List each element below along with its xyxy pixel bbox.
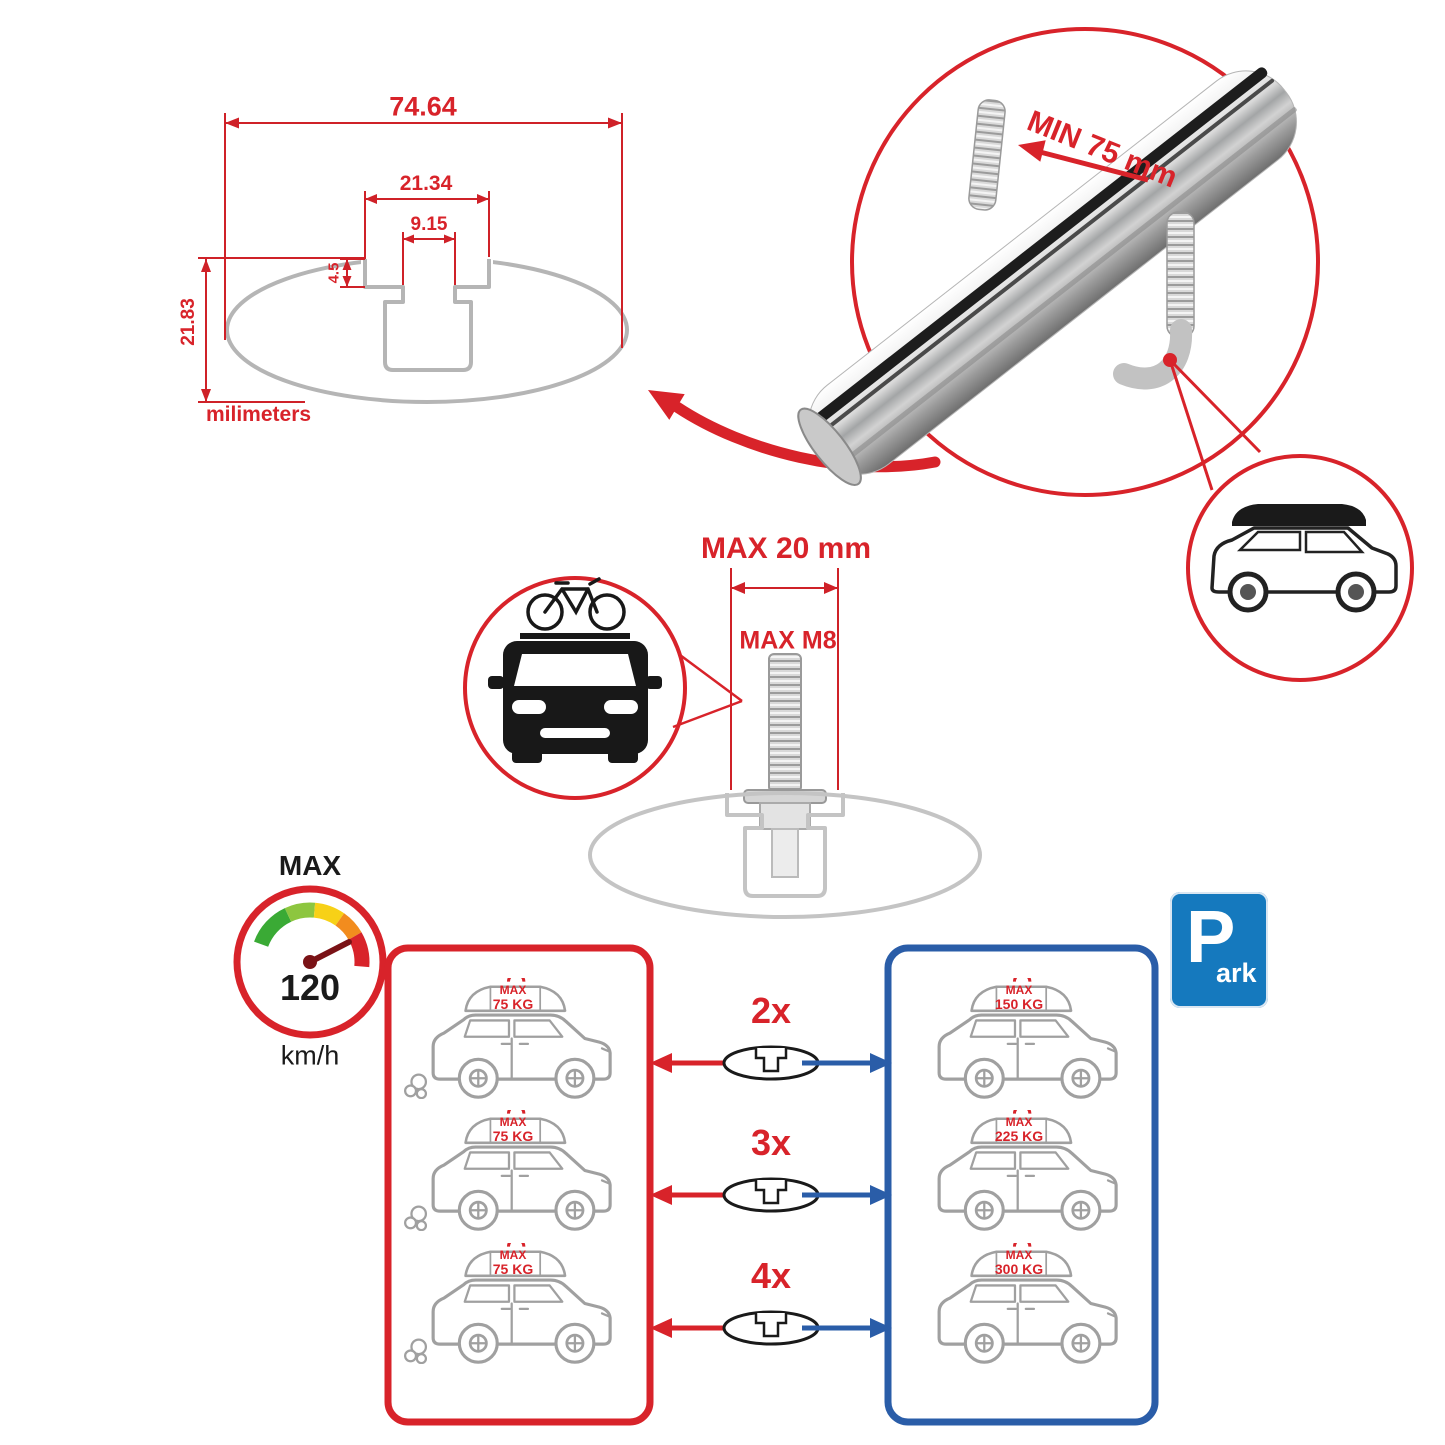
dim-label-slot-opening: 21.34 [399, 172, 453, 195]
ghost-profile-diagram [588, 791, 982, 919]
cargo-tag: MAX 75 KG [493, 1116, 533, 1143]
cargo-tag-weight: 225 KG [994, 1127, 1044, 1144]
arrow-row-2 [650, 1177, 892, 1213]
cargo-tag-weight: 75 KG [492, 1127, 534, 1144]
blue-car-row-3: MAX 300 KG [902, 1243, 1137, 1364]
multiplier-label-2x: 2x [750, 990, 792, 1031]
cargo-tag-max: MAX [1005, 1115, 1033, 1129]
dim-label-total-height: 21.83 [178, 298, 199, 346]
crossbar-detail-circle [797, 27, 1320, 497]
cargo-tag: MAX 150 KG [995, 984, 1043, 1011]
dim-lines-total-height [198, 257, 366, 403]
park-sign-letter: P [1186, 895, 1236, 978]
gauge-needle [307, 939, 352, 965]
cargo-tag-weight: 300 KG [994, 1260, 1044, 1277]
red-car-row-3: MAX 75 KG [396, 1243, 631, 1364]
speed-value: 120 [279, 967, 341, 1008]
bolt-dim-lines [730, 568, 839, 790]
callout-connectors [1168, 358, 1262, 491]
cargo-tag-max: MAX [499, 1115, 527, 1129]
car-front-icon [488, 633, 662, 763]
bolt-max-thread-label: MAX M8 [739, 626, 837, 655]
suv-roofbox-icon [1210, 504, 1398, 613]
arrow-row-1 [650, 1045, 892, 1081]
speed-max-label: MAX [278, 850, 342, 881]
units-label: milimeters [206, 403, 312, 426]
cargo-tag-weight: 150 KG [994, 995, 1044, 1012]
red-car-row-2: MAX 75 KG [396, 1110, 631, 1231]
bolt-max-length-label: MAX 20 mm [700, 532, 872, 565]
park-sign-suffix: ark [1216, 958, 1257, 988]
dim-lines-slot-opening [364, 191, 490, 257]
dim-label-slot-inner: 9.15 [410, 214, 448, 235]
cargo-tag-max: MAX [1005, 1248, 1033, 1262]
dim-label-total-width: 74.64 [389, 91, 457, 122]
mounting-hook-icon [1113, 211, 1195, 390]
cargo-tag: MAX 225 KG [995, 1116, 1043, 1143]
cargo-tag-weight: 75 KG [492, 995, 534, 1012]
cargo-tag-max: MAX [499, 1248, 527, 1262]
mounting-rod-icon [968, 99, 1006, 211]
multiplier-label-4x: 4x [750, 1255, 792, 1296]
speed-unit-label: km/h [280, 1040, 340, 1071]
min-clearance-arrow [1018, 140, 1149, 183]
cargo-tag-max: MAX [499, 983, 527, 997]
multiplier-label-3x: 3x [750, 1122, 792, 1163]
cargo-tag: MAX 75 KG [493, 1249, 533, 1276]
cargo-tag-max: MAX [1005, 983, 1033, 997]
bolt-icon [743, 653, 827, 878]
profile-cross-section-diagram [198, 113, 629, 404]
blue-car-row-1: MAX 150 KG [902, 978, 1137, 1099]
speed-gauge [233, 885, 387, 1039]
red-car-row-1: MAX 75 KG [396, 978, 631, 1099]
bicycle-icon [526, 577, 626, 631]
dim-lines-total-width [224, 113, 623, 348]
suv-roofbox-circle [1186, 454, 1414, 682]
cargo-tag: MAX 75 KG [493, 984, 533, 1011]
crossbar-photo [797, 67, 1297, 486]
pointer-arrow-bar-to-drawing [648, 390, 941, 473]
park-sign: P ark [1170, 892, 1268, 1008]
arrow-row-3 [650, 1310, 892, 1346]
cargo-tag: MAX 300 KG [995, 1249, 1043, 1276]
leader-cone [672, 653, 743, 729]
car-front-circle [463, 576, 743, 800]
blue-car-row-2: MAX 225 KG [902, 1110, 1137, 1231]
cargo-tag-weight: 75 KG [492, 1260, 534, 1277]
dim-label-recess-depth: 4.5 [325, 262, 343, 284]
